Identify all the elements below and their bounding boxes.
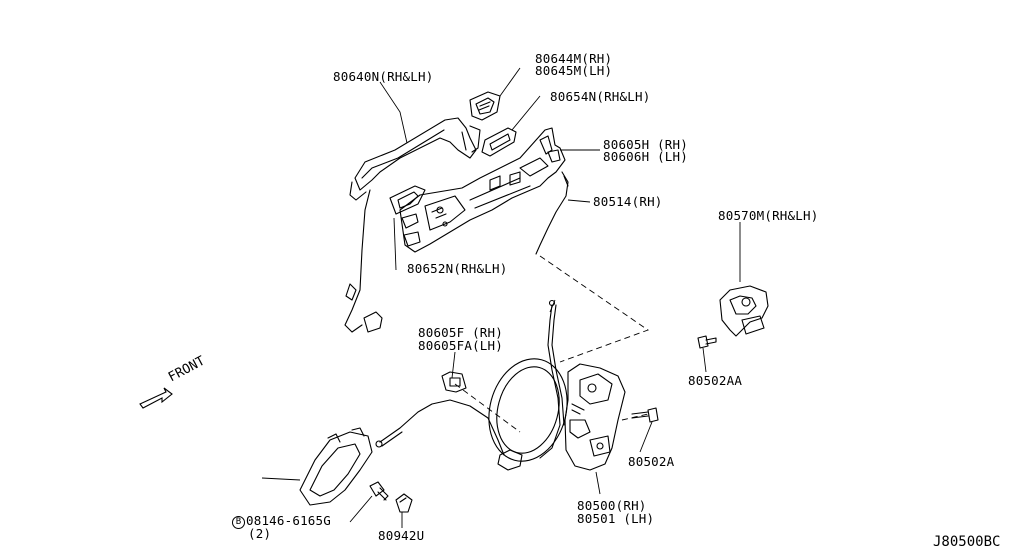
- handle-bracket: [389, 127, 566, 253]
- bolt-08146: [369, 481, 389, 501]
- label-bracket-lh: 80606H (LH): [603, 149, 688, 164]
- outside-handle: [344, 117, 481, 333]
- label-escutcheon-lh: 80645M(LH): [535, 63, 613, 78]
- label-bracket-rh: 80605H (RH): [603, 137, 688, 152]
- striker: [719, 285, 769, 337]
- label-striker: 80570M(RH&LH): [718, 208, 819, 223]
- label-rod: 80514(RH): [593, 194, 663, 209]
- bolt-number: 08146-6165G: [246, 513, 331, 528]
- lock-bolt: [631, 407, 659, 423]
- label-gasket: 80654N(RH&LH): [550, 89, 651, 104]
- label-bolt-qty: (2): [248, 526, 272, 541]
- cables: [375, 299, 568, 471]
- label-lock-lh: 80501 (LH): [577, 511, 655, 526]
- label-lock-rh: 80500(RH): [577, 498, 647, 513]
- label-handle-outer: 80640N(RH&LH): [333, 69, 434, 84]
- door-lock: [564, 363, 626, 471]
- clip: [441, 371, 467, 393]
- bolt-marker-icon: B: [232, 516, 245, 529]
- clip-80942: [395, 493, 413, 513]
- striker-bolt: [697, 335, 717, 349]
- label-escutcheon-rh: 80644M(RH): [535, 51, 613, 66]
- label-striker-bolt: 80502AA: [688, 373, 743, 388]
- gasket: [481, 127, 517, 157]
- label-clip-80942: 80942U: [378, 528, 425, 543]
- rod: [535, 171, 569, 255]
- label-gasket2: 80652N(RH&LH): [407, 261, 508, 276]
- label-lock-bolt: 80502A: [628, 454, 675, 469]
- label-clip-rh: 80605F (RH): [418, 325, 503, 340]
- diagram-code: J80500BC: [933, 534, 1001, 550]
- inside-handle: [299, 427, 373, 506]
- label-clip-lh: 80605FA(LH): [418, 338, 503, 353]
- escutcheon: [469, 91, 501, 121]
- front-arrow: [139, 387, 173, 409]
